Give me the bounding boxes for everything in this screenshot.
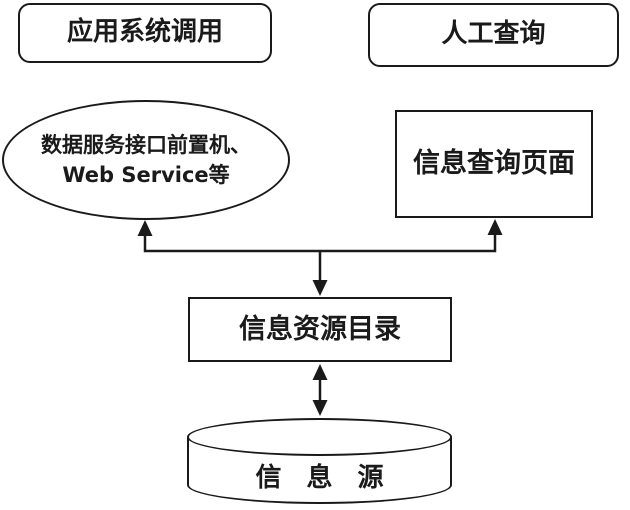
arrowhead-down-to-directory <box>312 280 328 296</box>
frontend-label-line2: Web Service等 <box>62 163 230 187</box>
cylinder-top-ellipse <box>187 418 452 456</box>
node-data-service-frontend-label: 数据服务接口前置机、 Web Service等 <box>41 130 251 191</box>
connector-merge-bar <box>143 233 497 253</box>
node-app-system-call: 应用系统调用 <box>18 3 272 63</box>
node-info-query-page: 信息查询页面 <box>395 110 593 218</box>
node-info-query-page-label: 信息查询页面 <box>413 148 575 180</box>
frontend-label-line1: 数据服务接口前置机、 <box>41 132 251 157</box>
node-manual-query-label: 人工查询 <box>441 19 546 50</box>
arrowhead-up-to-directory <box>312 364 328 380</box>
node-info-source-cylinder: 信 息 源 <box>187 418 452 504</box>
node-info-source-label: 信 息 源 <box>255 462 392 493</box>
arrowhead-up-to-query-page <box>487 219 503 235</box>
node-app-system-call-label: 应用系统调用 <box>66 17 223 48</box>
node-info-resource-directory: 信息资源目录 <box>188 297 452 362</box>
arrowhead-up-to-frontend <box>137 220 153 236</box>
arrowhead-down-to-source <box>312 400 328 416</box>
node-data-service-frontend: 数据服务接口前置机、 Web Service等 <box>2 100 290 220</box>
node-info-resource-directory-label: 信息资源目录 <box>239 313 401 345</box>
node-manual-query: 人工查询 <box>368 3 619 67</box>
